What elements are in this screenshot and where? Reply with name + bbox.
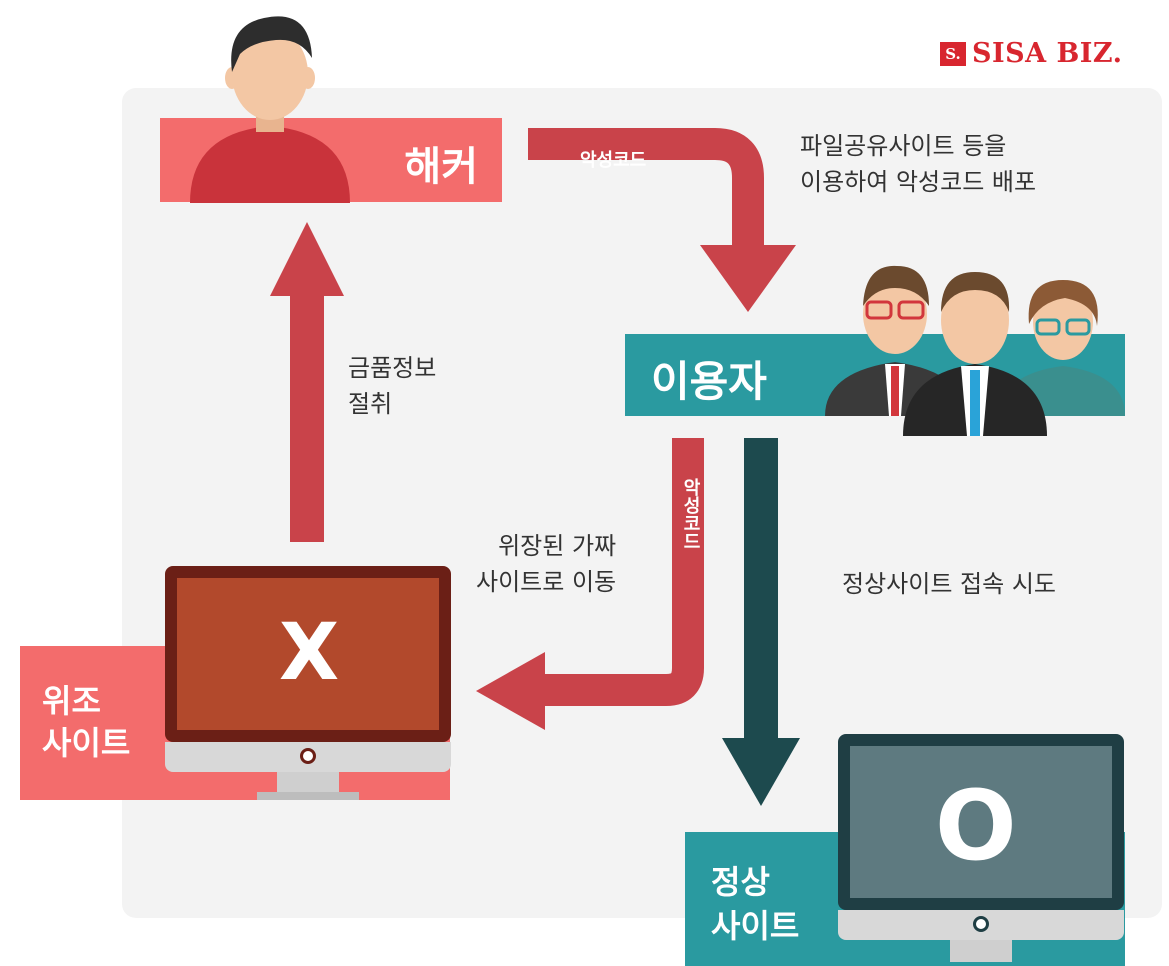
real-monitor-stand xyxy=(950,940,1012,962)
arrow-fake-to-hacker-head xyxy=(270,222,344,296)
fake-site-label: 위조 사이트 xyxy=(42,680,130,764)
caption-distribute: 파일공유사이트 등을 이용하여 악성코드 배포 xyxy=(800,128,1036,200)
arrow-label-malware-2: 악성코드 xyxy=(680,478,701,550)
arrow-label-malware-1: 악성코드 xyxy=(580,150,647,171)
caption-redirect-line1: 위장된 가짜 xyxy=(498,532,617,560)
fake-monitor-base xyxy=(257,792,359,800)
logo-mark: S. xyxy=(940,41,966,66)
hacker-label: 해커 xyxy=(404,144,478,190)
fake-site-label-line2: 사이트 xyxy=(42,724,131,762)
arrow-user-to-fake-head xyxy=(476,652,545,730)
caption-access: 정상사이트 접속 시도 xyxy=(842,570,1056,598)
real-site-label: 정상 사이트 xyxy=(711,860,799,948)
fake-site-label-line1: 위조 xyxy=(42,682,101,720)
real-screen-o-mark: O xyxy=(935,770,1017,882)
real-monitor-screen xyxy=(850,746,1112,898)
arrow-hacker-to-user-head xyxy=(700,245,796,312)
users-icon xyxy=(825,265,1125,436)
fake-monitor-stand xyxy=(277,772,339,792)
caption-steal: 금품정보 절취 xyxy=(348,350,436,422)
caption-redirect: 위장된 가짜 사이트로 이동 xyxy=(476,528,616,600)
real-site-monitor: O xyxy=(838,734,1124,966)
arrow-user-to-real-head xyxy=(722,738,800,806)
arrow-user-to-real-shaft xyxy=(744,438,778,738)
caption-steal-line2: 절취 xyxy=(348,390,393,418)
real-site-label-line2: 사이트 xyxy=(711,907,800,945)
brand-logo: S. SISA BIZ. xyxy=(940,38,1123,69)
real-power-button xyxy=(973,916,989,932)
caption-redirect-line2: 사이트로 이동 xyxy=(476,568,617,596)
arrow-fake-to-hacker-shaft xyxy=(290,290,324,542)
fake-monitor-screen xyxy=(177,578,439,730)
fake-power-button xyxy=(300,748,316,764)
caption-distribute-line1: 파일공유사이트 등을 xyxy=(800,132,1007,160)
hacker-icon xyxy=(190,16,350,203)
real-site-label-line1: 정상 xyxy=(711,863,770,901)
logo-text: SISA BIZ. xyxy=(972,38,1123,69)
fake-screen-x-mark: X xyxy=(279,608,340,698)
caption-distribute-line2: 이용하여 악성코드 배포 xyxy=(800,168,1037,196)
caption-steal-line1: 금품정보 xyxy=(348,354,437,382)
arrow-user-to-fake xyxy=(540,438,704,706)
user-label: 이용자 xyxy=(651,357,767,406)
arrow-hacker-to-user xyxy=(528,128,764,250)
fake-site-monitor: X xyxy=(165,566,451,804)
